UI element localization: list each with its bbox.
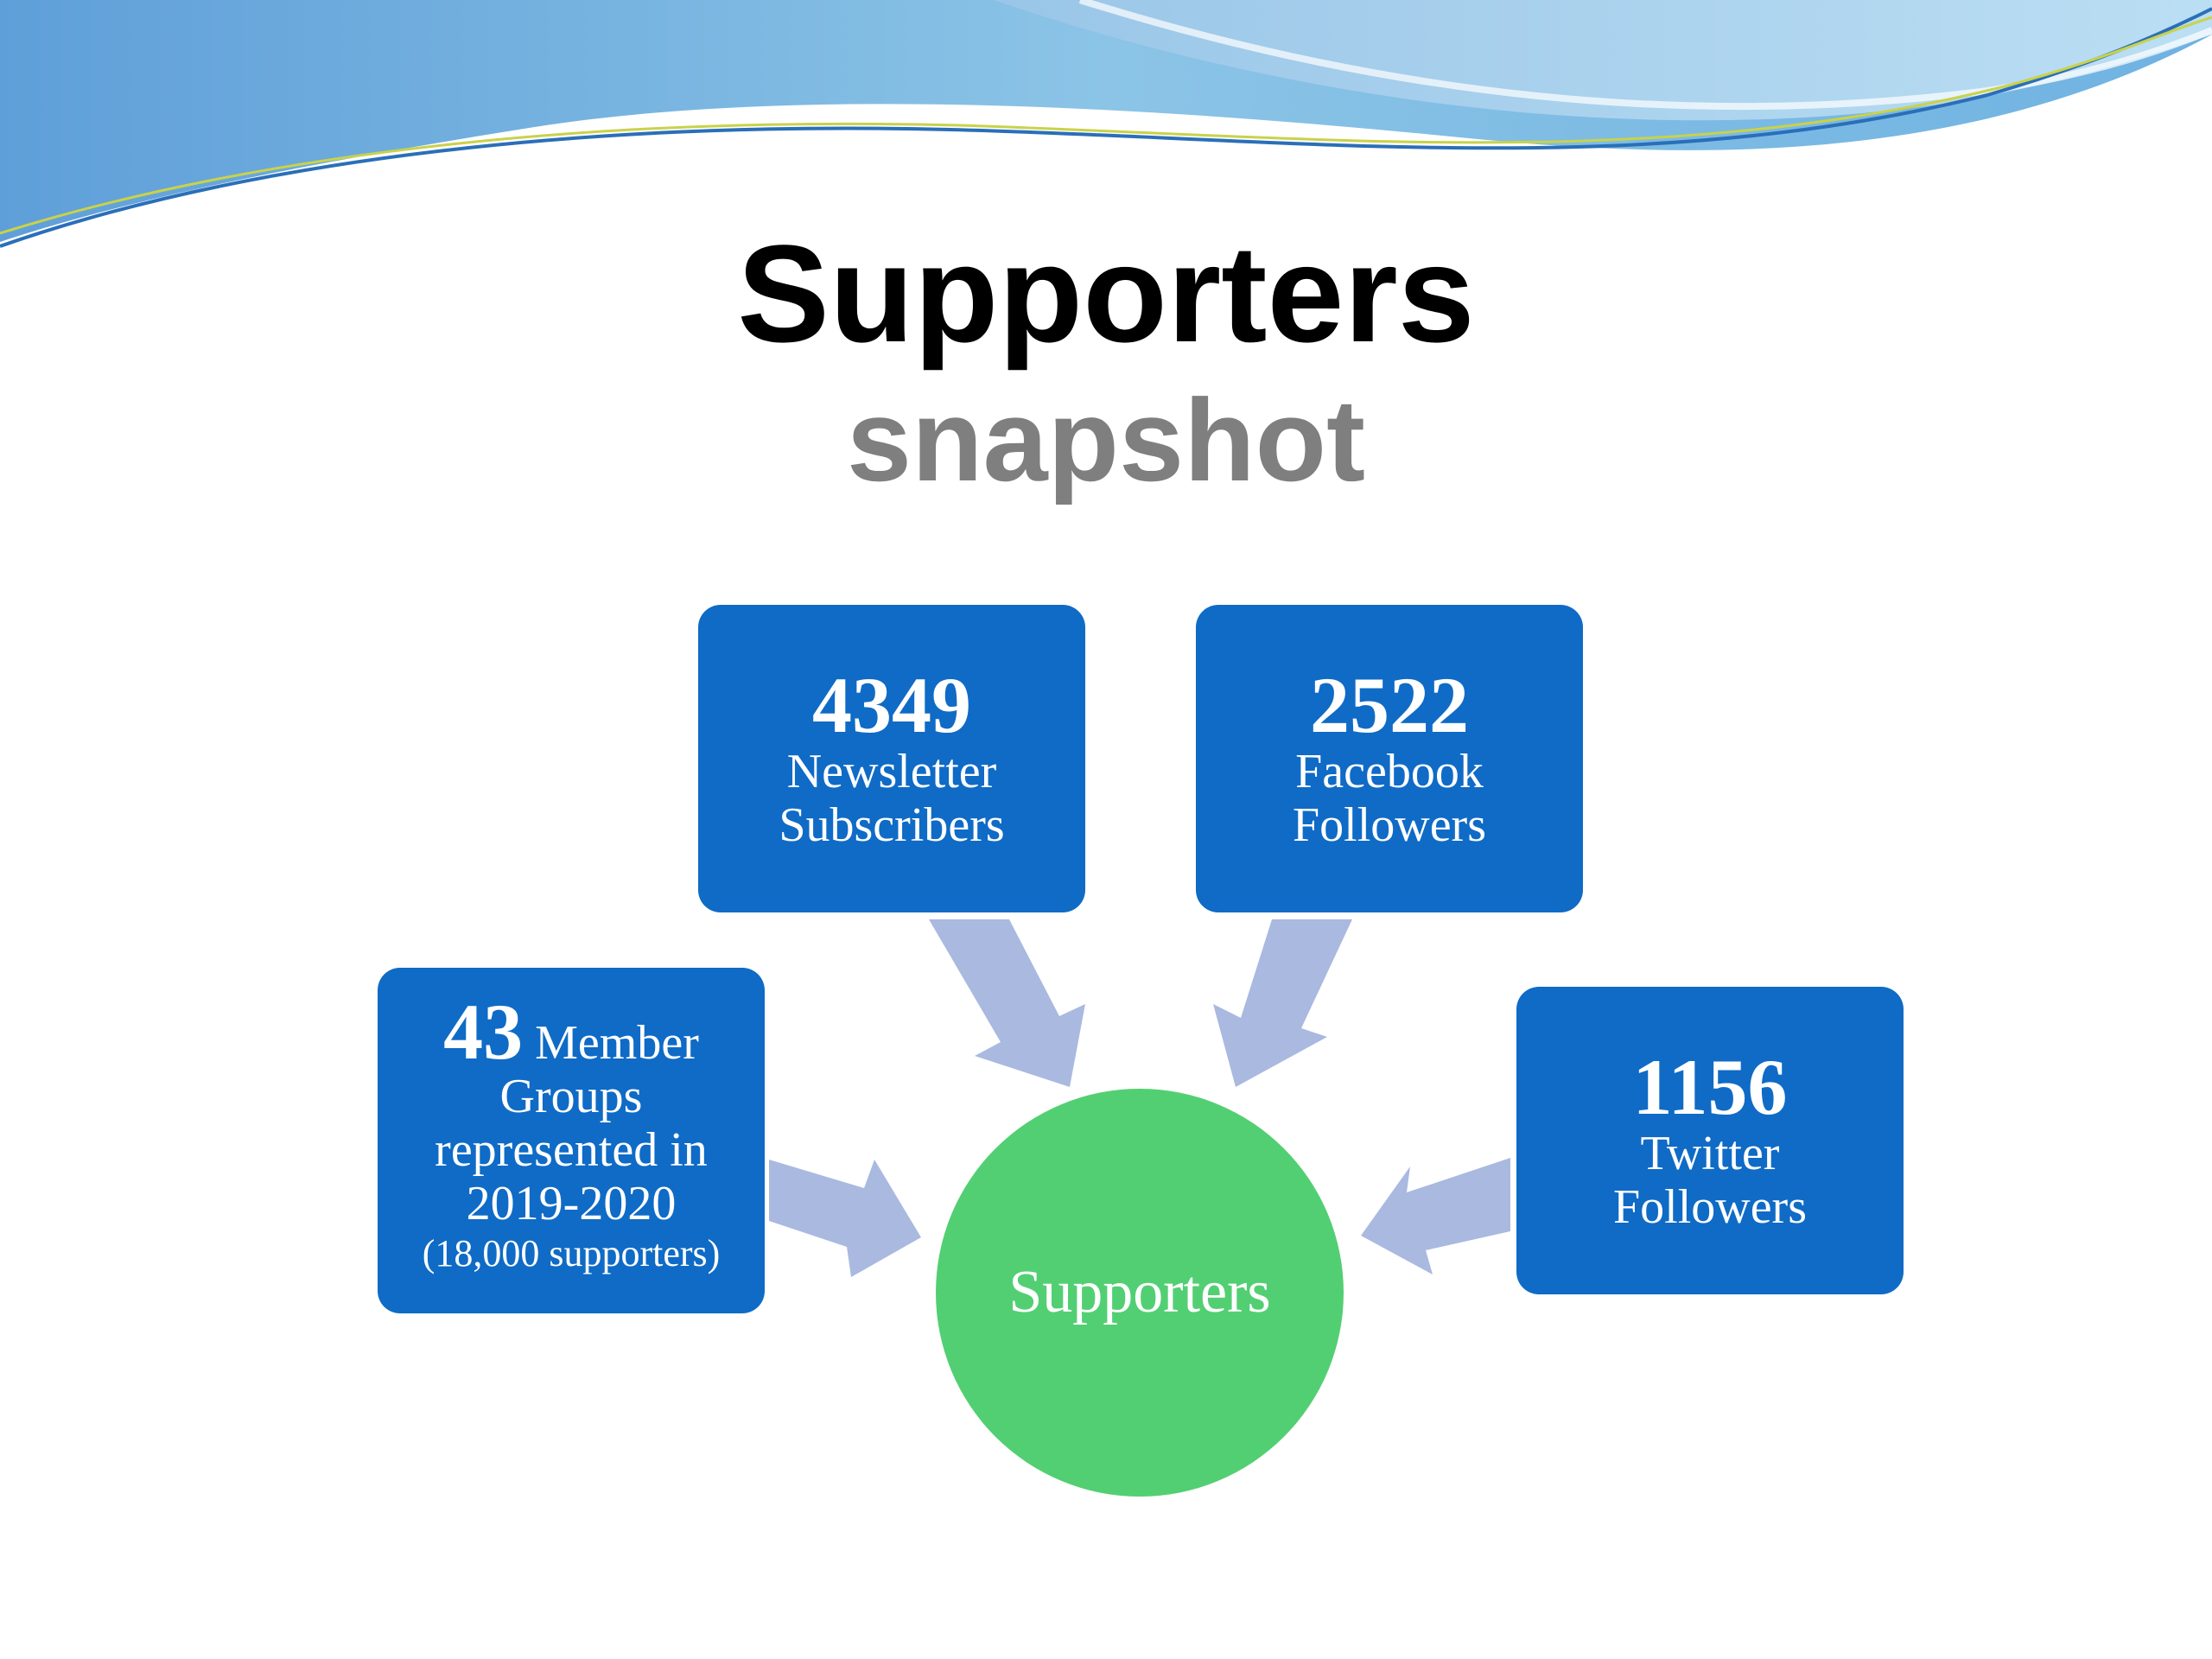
member-groups-node: 43 Member Groups represented in 2019-202… — [378, 968, 765, 1313]
facebook-node: 2522 Facebook Followers — [1196, 605, 1583, 912]
arrow-from-newsletter — [929, 919, 1085, 1087]
twitter-label-2: Followers — [1613, 1180, 1807, 1234]
supporters-center-node: Supporters — [936, 1089, 1344, 1497]
facebook-label-1: Facebook — [1295, 745, 1484, 798]
newsletter-node: 4349 Newsletter Subscribers — [698, 605, 1085, 912]
twitter-label-1: Twitter — [1640, 1127, 1780, 1180]
member-label-3: represented in — [435, 1122, 708, 1177]
twitter-node: 1156 Twitter Followers — [1516, 987, 1904, 1294]
member-first-line: 43 Member — [443, 992, 699, 1071]
member-note: (18,000 supporters) — [422, 1231, 721, 1274]
newsletter-label-1: Newsletter — [786, 745, 997, 798]
member-label-4: 2019-2020 — [466, 1176, 677, 1230]
twitter-count: 1156 — [1632, 1043, 1788, 1131]
facebook-label-2: Followers — [1293, 798, 1486, 852]
member-label-2: Groups — [499, 1069, 643, 1123]
member-label-1: Member — [535, 1015, 699, 1070]
header-wave-decoration — [0, 0, 2212, 248]
page-subtitle: snapshot — [846, 375, 1366, 505]
newsletter-count: 4349 — [812, 661, 971, 749]
center-label: Supporters — [1008, 1259, 1271, 1325]
arrow-from-facebook — [1213, 919, 1352, 1087]
newsletter-label-2: Subscribers — [779, 798, 1005, 852]
member-count: 43 — [443, 987, 524, 1076]
arrow-from-twitter — [1361, 1158, 1510, 1274]
page-title: Supporters — [737, 216, 1475, 371]
facebook-count: 2522 — [1310, 661, 1469, 749]
arrow-from-member — [769, 1160, 921, 1277]
